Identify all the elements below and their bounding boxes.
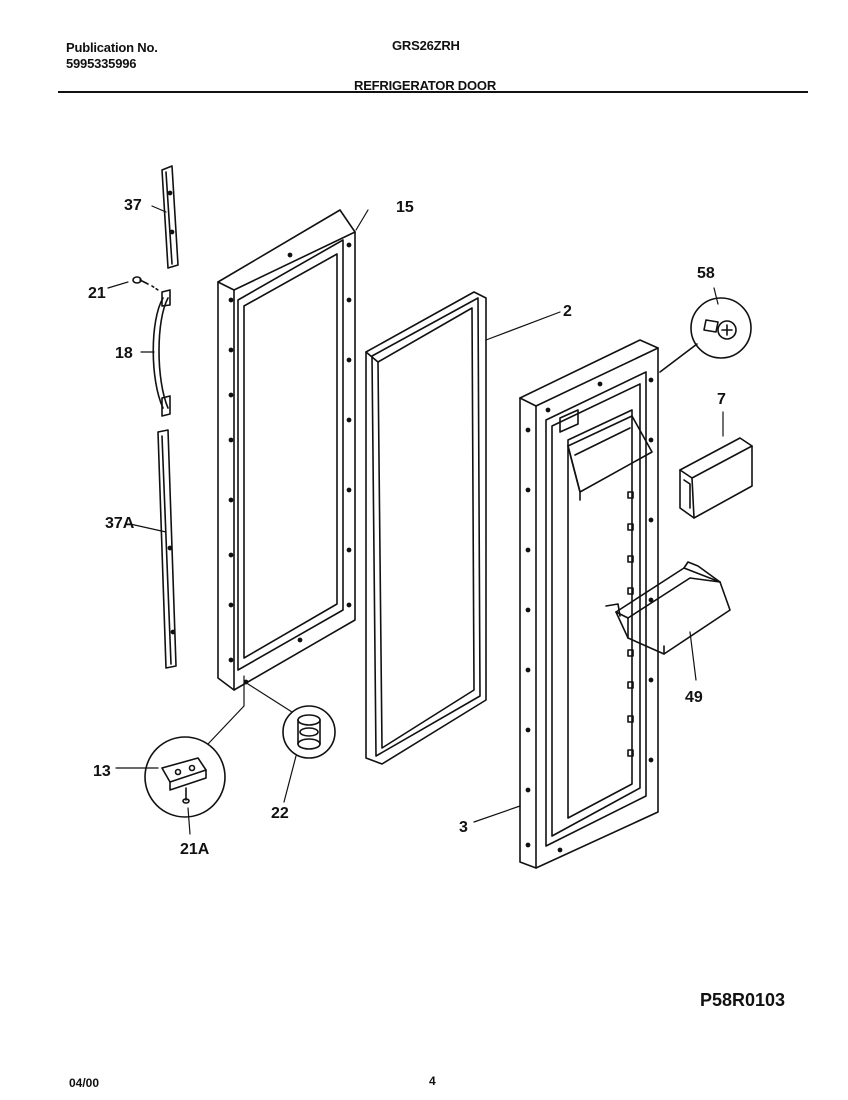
label-15: 15	[396, 199, 414, 216]
part-13-hinge-callout	[144, 736, 226, 818]
part-18-handle	[152, 289, 171, 417]
label-3: 3	[459, 819, 468, 836]
leader-lines	[107, 205, 724, 835]
part-58-screw-callout	[659, 297, 752, 373]
figure-code: P58R0103	[700, 990, 786, 1010]
part-number-labels: 37 15 21 58 2 18 7 37A 49 13 22 21A 3	[88, 197, 726, 858]
label-2: 2	[563, 303, 572, 320]
model-number: GRS26ZRH	[392, 38, 460, 53]
label-7: 7	[717, 391, 726, 408]
label-37: 37	[124, 197, 142, 214]
header-rule	[58, 91, 808, 93]
label-13: 13	[93, 763, 111, 780]
page-number: 4	[429, 1074, 436, 1088]
part-2-gasket	[365, 291, 487, 765]
label-58: 58	[697, 265, 715, 282]
part-22-bushing-callout	[282, 705, 336, 759]
label-22: 22	[271, 805, 289, 822]
label-21: 21	[88, 285, 106, 302]
part-37-upper-trim	[161, 165, 179, 269]
publication-label: Publication No.	[66, 40, 158, 55]
part-49-door-bin	[605, 561, 731, 655]
footer-date: 04/00	[69, 1076, 100, 1090]
section-title: REFRIGERATOR DOOR	[354, 78, 497, 93]
label-49: 49	[685, 689, 703, 706]
part-7-dairy-door	[679, 437, 753, 519]
label-18: 18	[115, 345, 133, 362]
part-21-screw	[132, 276, 159, 291]
part-3-inner-liner	[519, 339, 659, 869]
label-37a: 37A	[105, 515, 135, 532]
publication-number: 5995335996	[66, 56, 137, 71]
part-15-door-outer-panel	[217, 209, 356, 691]
label-21a: 21A	[180, 841, 210, 858]
part-37a-lower-trim	[157, 429, 177, 669]
